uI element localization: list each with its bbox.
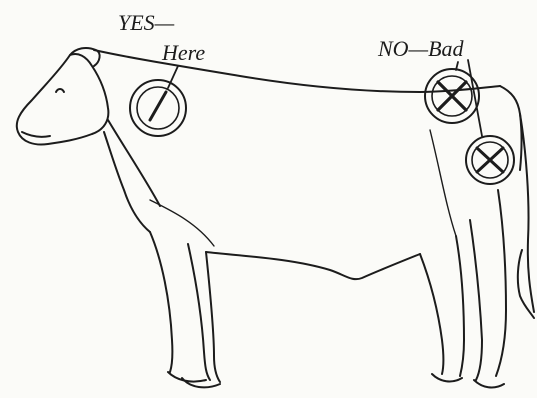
here-label: Here bbox=[162, 42, 205, 64]
cow-hind-hoof-1 bbox=[432, 374, 462, 381]
cow-front-leg-1 bbox=[150, 232, 172, 372]
yes-label: YES— bbox=[118, 12, 174, 34]
cow-front-hoof-1 bbox=[168, 372, 206, 382]
cow-front-hoof-2 bbox=[182, 378, 220, 387]
cow-hind-leg-2 bbox=[496, 190, 506, 376]
cow-dewlap bbox=[108, 120, 160, 206]
cow-flank-line bbox=[430, 130, 456, 236]
cow-hind-leg-1 bbox=[420, 254, 444, 374]
cow-head bbox=[17, 54, 109, 144]
cow-hind-leg-1-front bbox=[456, 236, 464, 376]
cow-tail-switch bbox=[518, 250, 534, 318]
cow-neck bbox=[104, 132, 150, 232]
cow-front-leg-2 bbox=[206, 252, 220, 382]
bad-injection-site-icon bbox=[466, 136, 514, 184]
cow-belly bbox=[206, 252, 420, 279]
cow-rump bbox=[500, 86, 522, 170]
cow-eye bbox=[56, 89, 64, 92]
cow-hind-hoof-2 bbox=[474, 380, 504, 387]
good-injection-site-icon bbox=[130, 80, 186, 136]
cow-hind-leg-2-front bbox=[470, 220, 482, 380]
no-bad-label: NO—Bad bbox=[378, 38, 464, 60]
cow-mouth bbox=[22, 132, 50, 137]
